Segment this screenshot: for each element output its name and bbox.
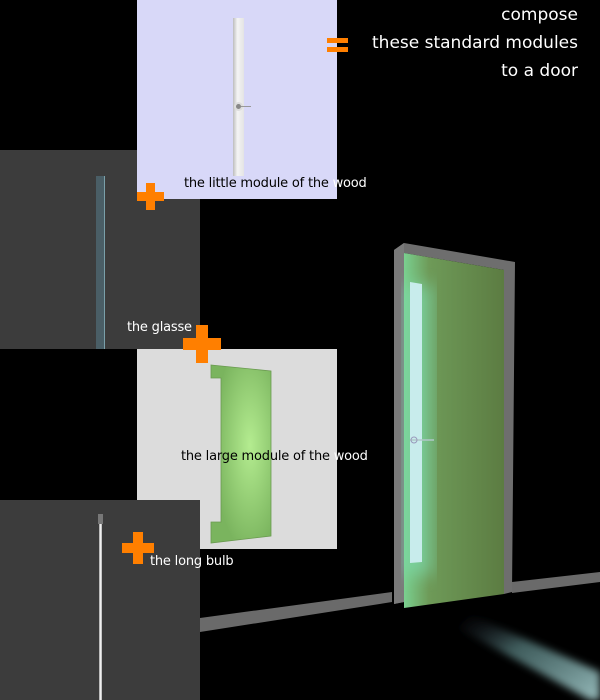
plus-icon: [137, 183, 164, 210]
long-bulb-label: the long bulb: [150, 554, 234, 569]
glass-strip: [96, 176, 105, 349]
equals-icon: [327, 38, 348, 53]
title-line-1: compose: [501, 5, 578, 25]
large-wood-label: the large module of the wood: [181, 449, 368, 464]
long-bulb-module-panel: [0, 500, 200, 700]
title-line-3: to a door: [501, 61, 578, 81]
plus-icon: [122, 532, 154, 564]
little-wood-strip: [233, 18, 244, 176]
wall-skirting-left: [200, 592, 392, 632]
little-wood-module-panel: [137, 0, 337, 199]
plus-icon: [183, 325, 221, 363]
wall-skirting-right: [512, 572, 600, 593]
large-wood-panel-shape: [210, 364, 272, 544]
handle-icon: [236, 104, 241, 109]
label-text: wood: [332, 176, 367, 191]
label-text: the large module of the: [181, 449, 334, 464]
label-text: wood: [333, 449, 368, 464]
door-glass-strip: [410, 282, 422, 563]
label-text: the little module of the: [184, 176, 333, 191]
little-wood-label: the little module of the wood: [184, 176, 367, 191]
bulb-cap: [98, 514, 103, 524]
glass-label: the glasse: [127, 320, 192, 335]
handle-bar: [241, 106, 251, 107]
long-bulb-tube: [99, 524, 102, 700]
light-beam: [458, 615, 600, 700]
title-line-2: these standard modules: [372, 33, 578, 53]
